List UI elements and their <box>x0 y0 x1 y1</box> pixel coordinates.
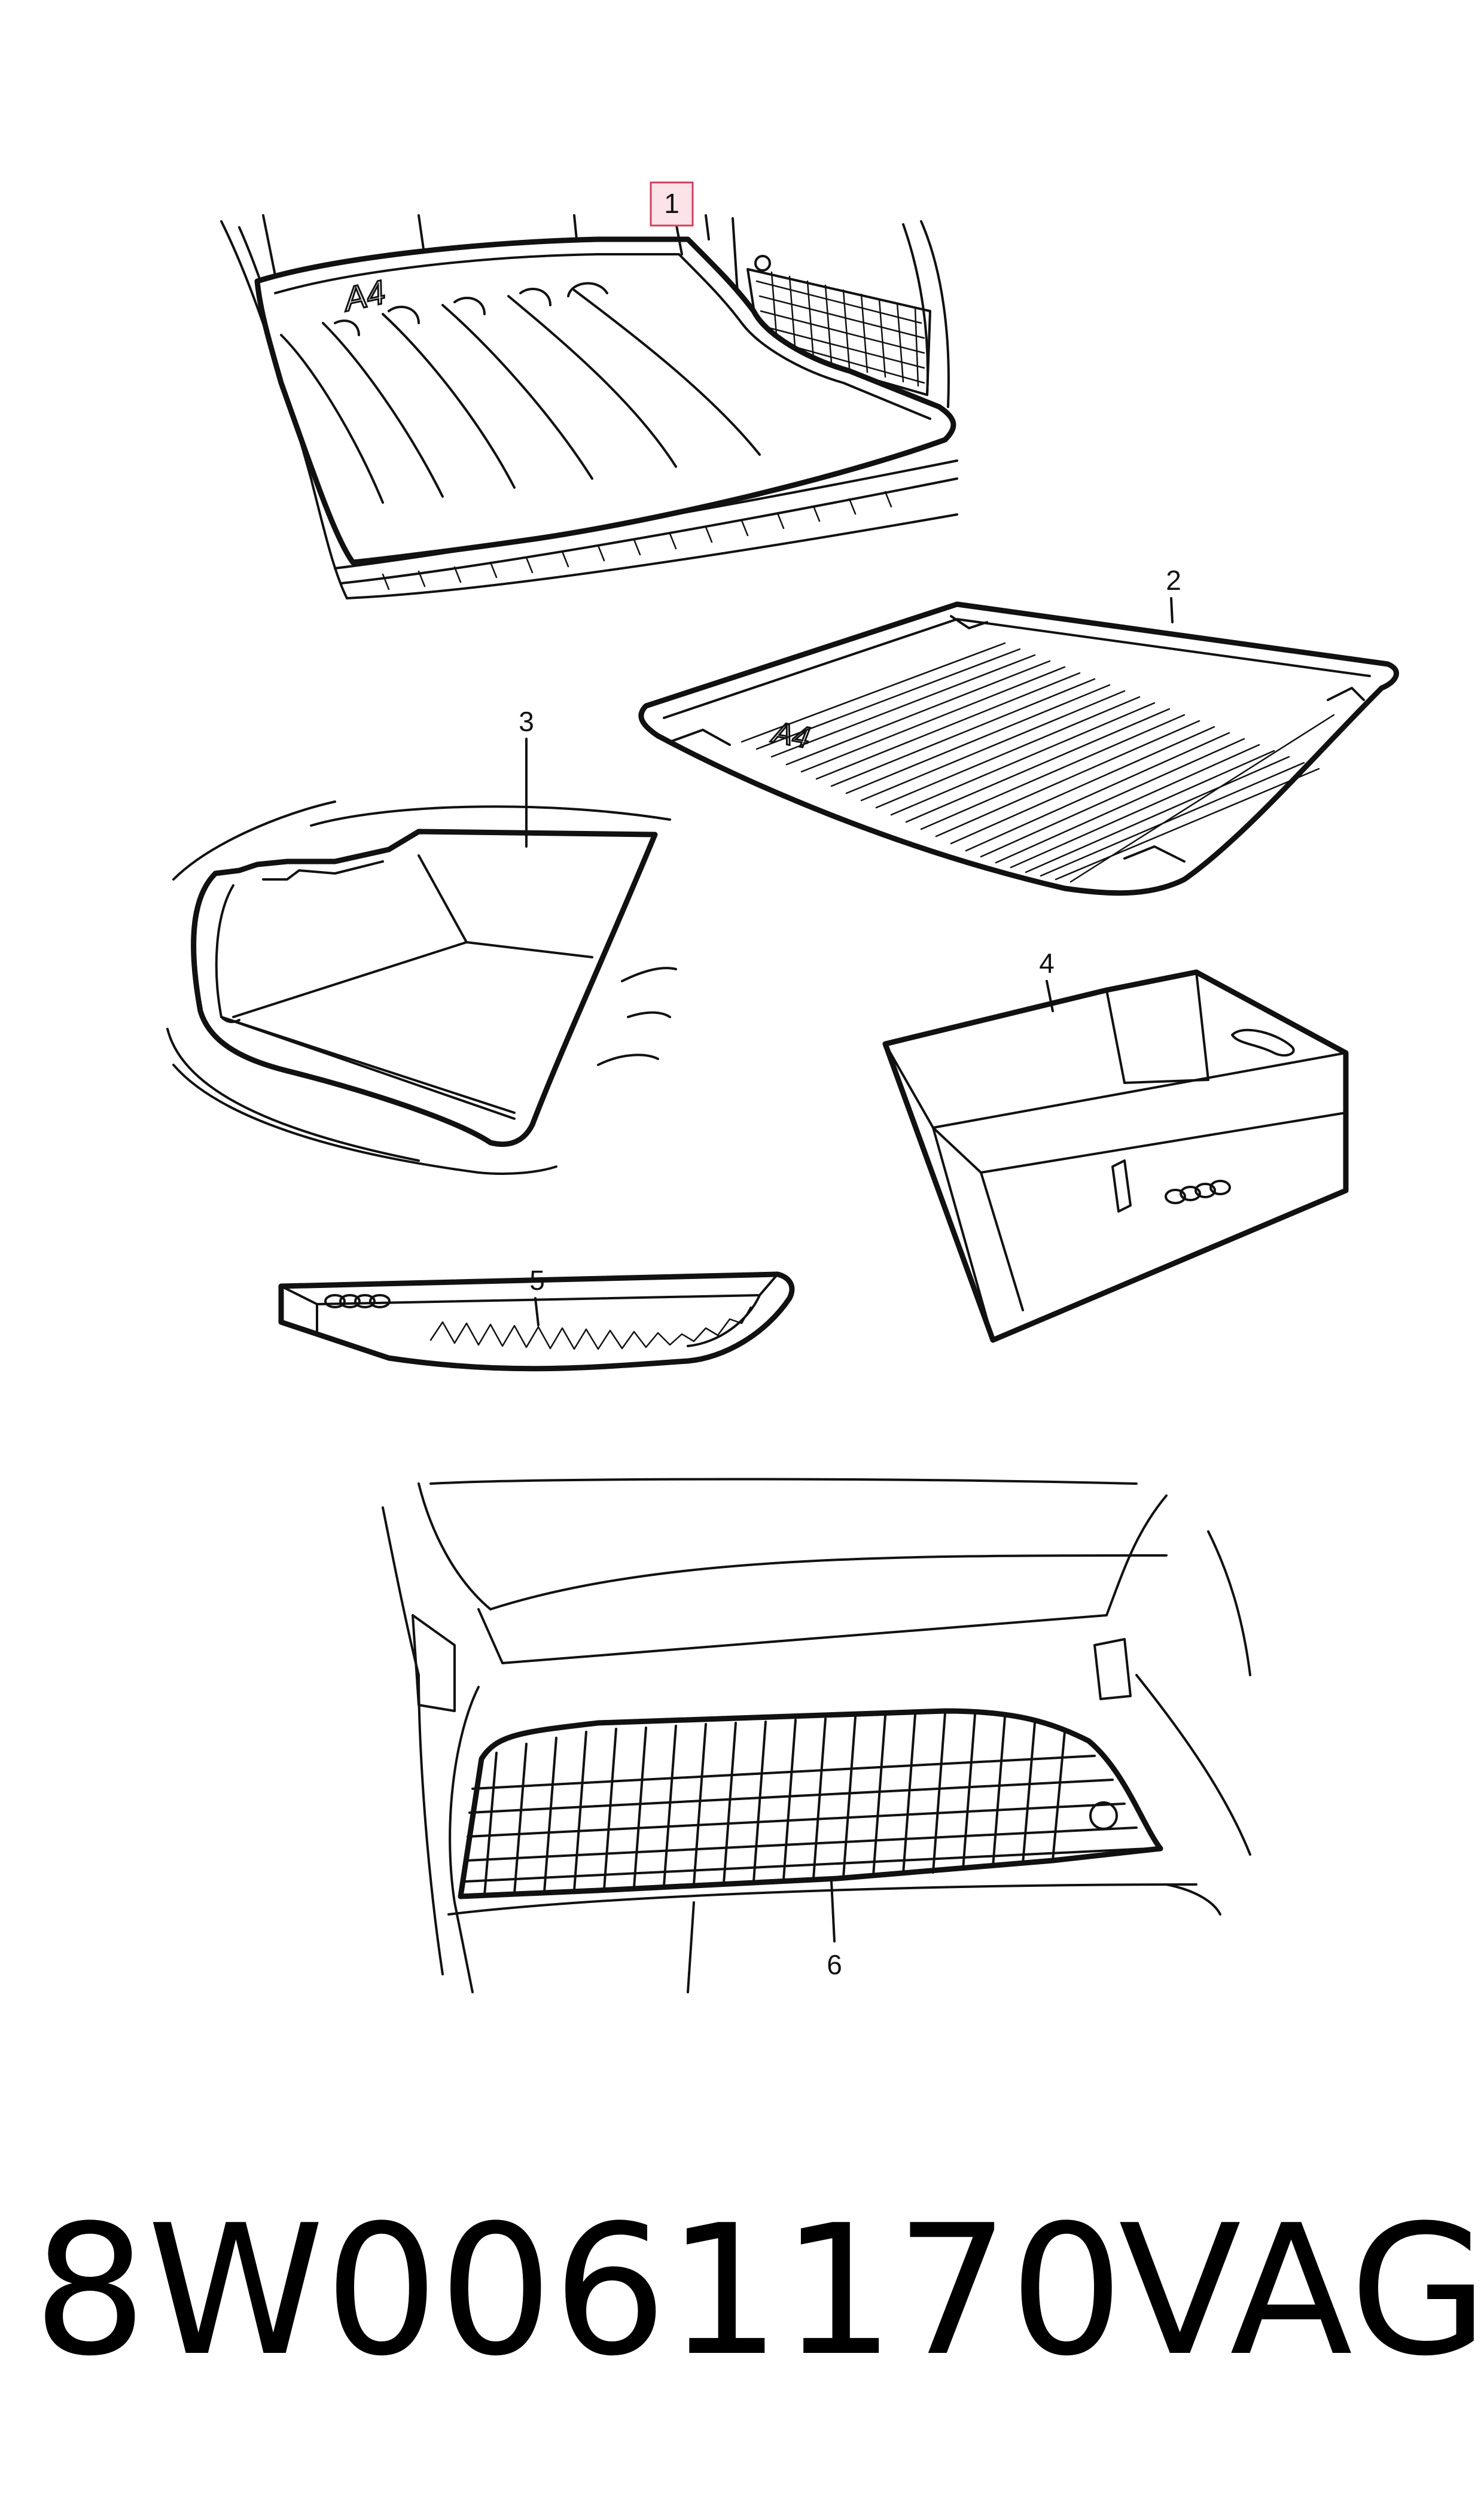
part-2-floor-mat-illustration: A4 <box>638 597 1399 896</box>
callout-5-label: 5 <box>529 1265 545 1296</box>
callout-2-label: 2 <box>1166 565 1181 596</box>
callout-4-label: 4 <box>1039 948 1055 979</box>
part-4-storage-box-illustration <box>882 969 1349 1343</box>
parts-diagram: A4 A4 <box>166 181 1399 1993</box>
callout-6-label: 6 <box>827 1949 842 1980</box>
part-5-sill-protector-illustration <box>278 1271 795 1372</box>
part-3-trunk-cover-illustration <box>166 738 677 1175</box>
callout-1-label: 1 <box>664 188 679 219</box>
callout-1: 1 <box>650 181 694 227</box>
callout-1-highlight-box <box>650 181 694 227</box>
part-number-caption: 8W0061170 <box>33 2187 1124 2395</box>
brand-caption: VAG <box>1119 2187 1484 2395</box>
callout-3-label: 3 <box>519 706 534 737</box>
part-6-partition-grille-illustration <box>382 1478 1251 1993</box>
part-1-boot-liner-illustration: A4 <box>220 214 958 599</box>
embossed-mat-text: A4 <box>769 715 812 754</box>
